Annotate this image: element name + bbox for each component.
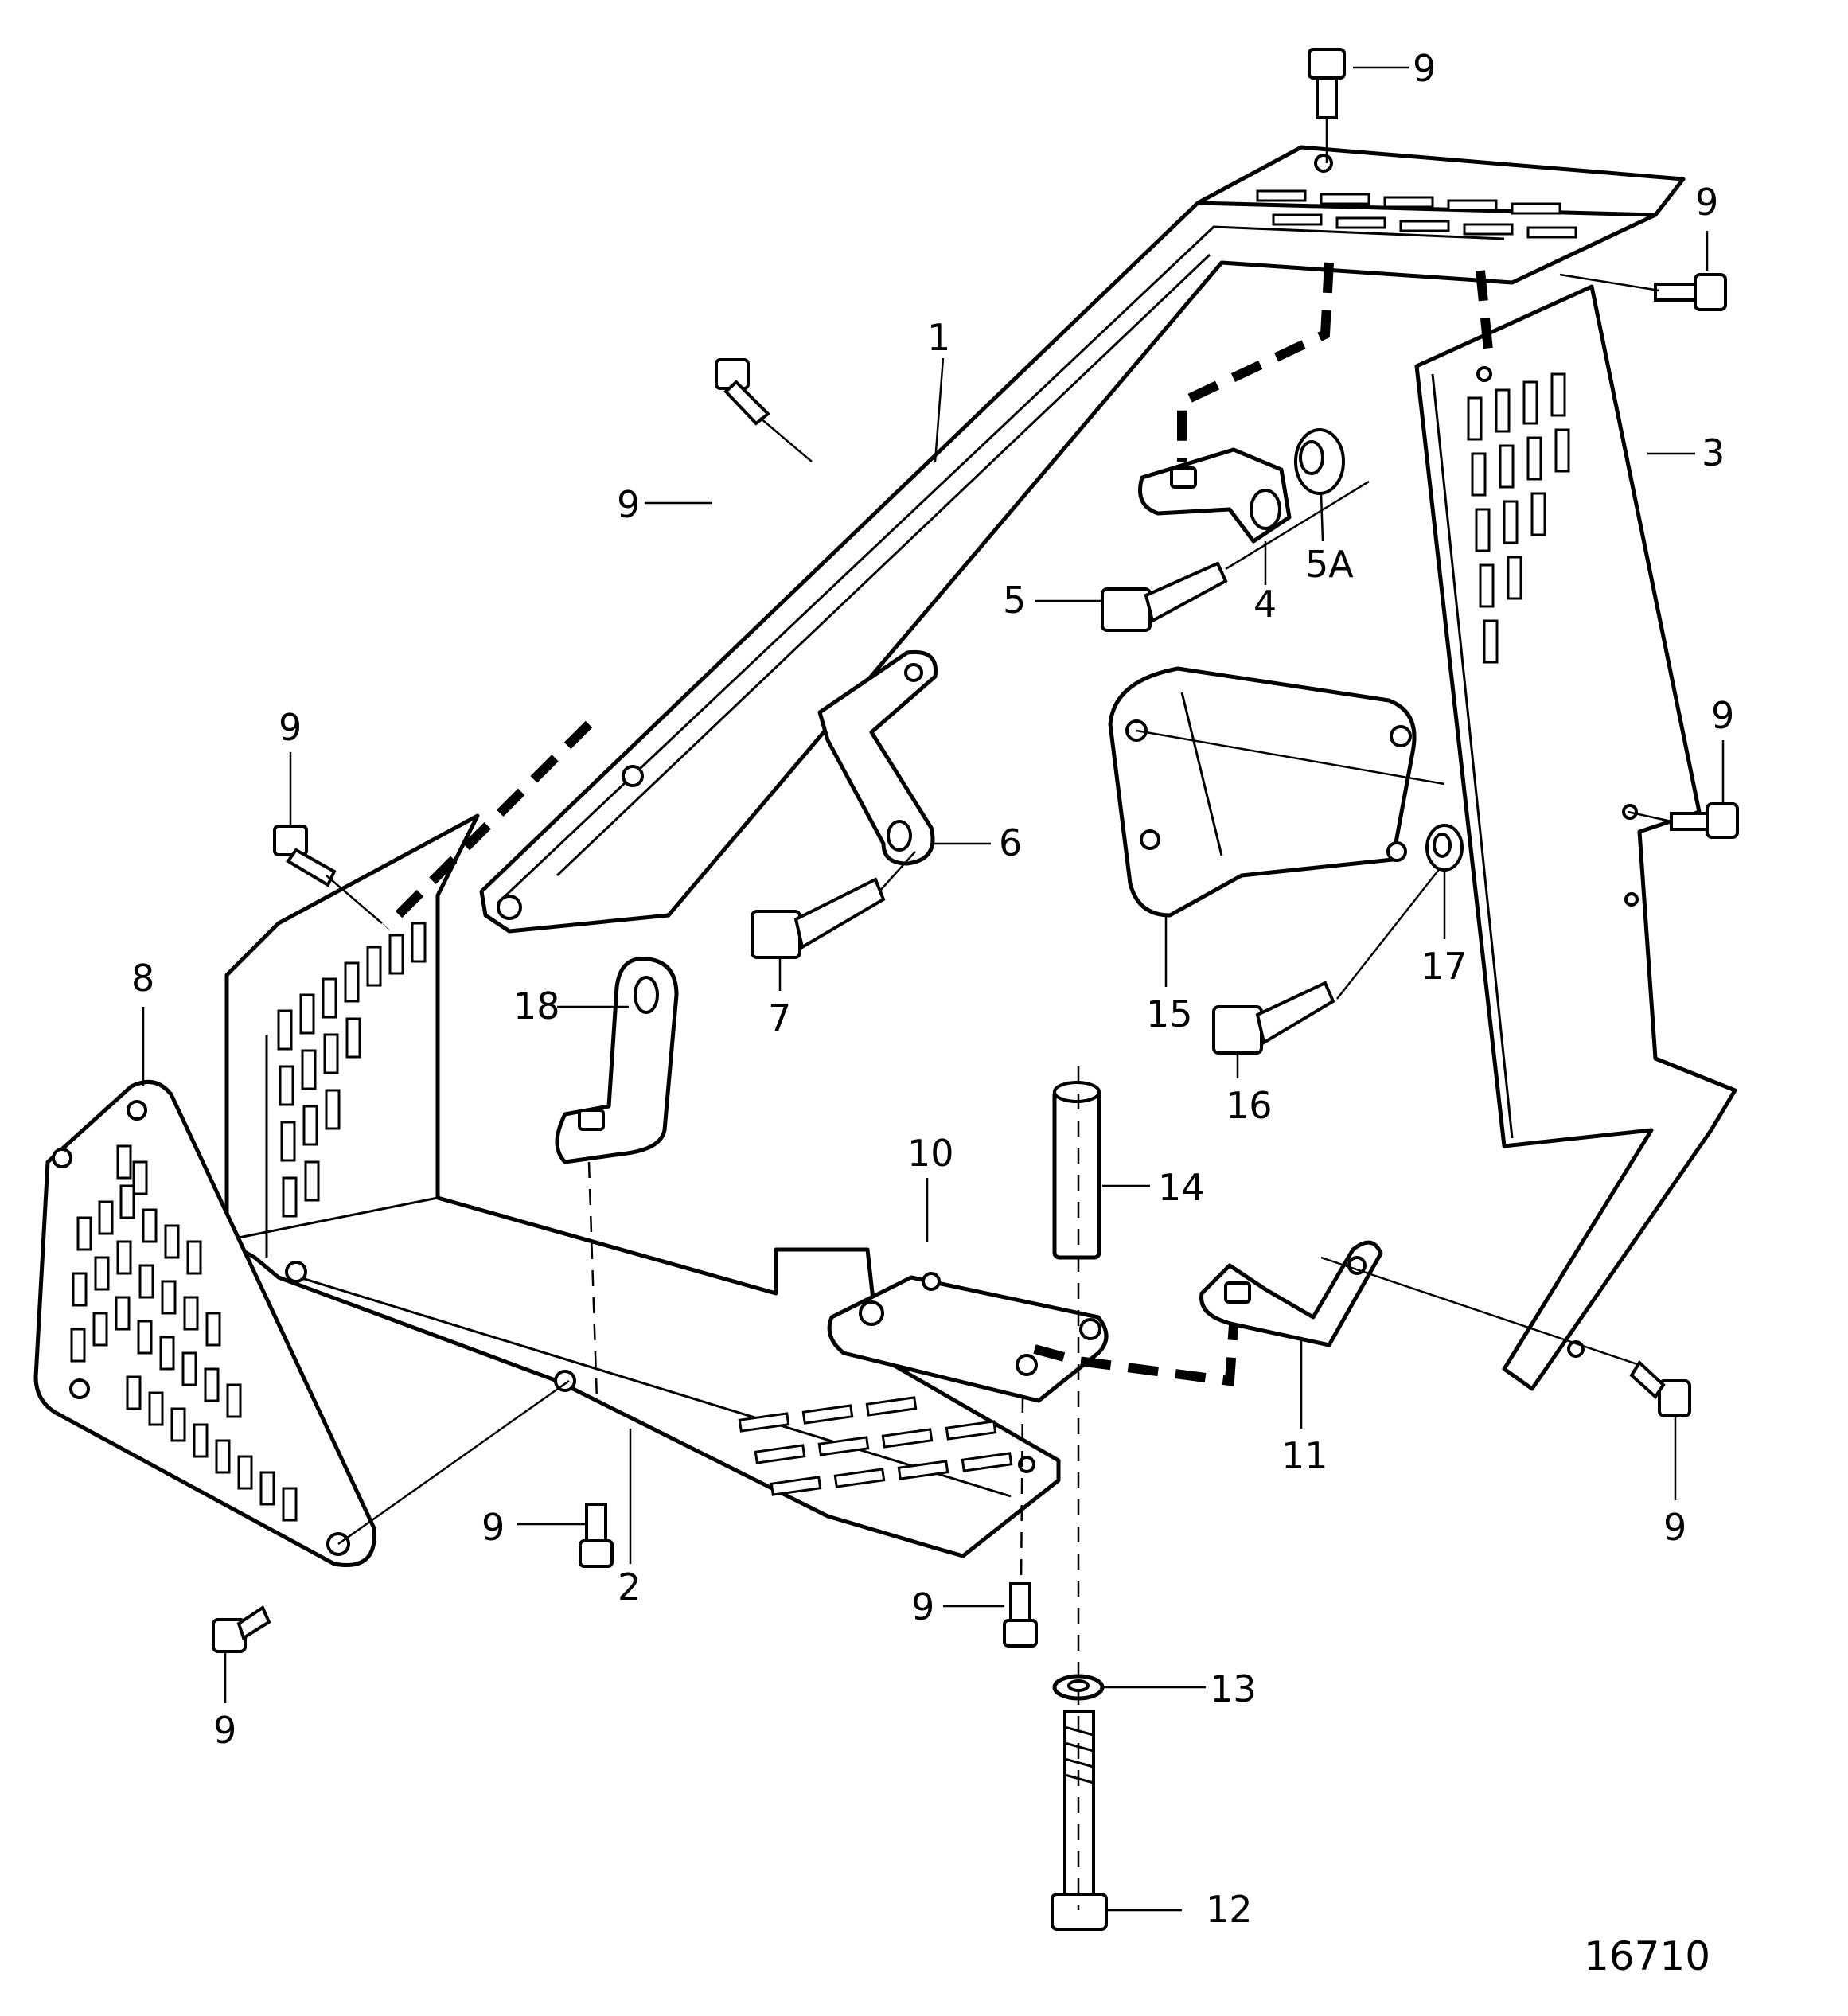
callout-9-lower-right: 9 [1663,1506,1686,1549]
callout-9-left: 9 [279,706,302,749]
bolt-9-left [273,825,337,887]
callout-11: 11 [1281,1434,1328,1477]
bolt-9-upper-left [715,358,770,426]
callout-14: 14 [1158,1166,1205,1209]
assembly-lines [326,118,1672,1910]
part-17-spacer [1425,824,1464,872]
reference-number: 16710 [1584,1933,1710,1979]
part-8-slots [70,1144,298,1522]
part-15-angle-plate [1108,666,1417,918]
bolt-9-right [1670,802,1739,839]
part-3-slots [1467,372,1570,664]
callout-9-upper-left: 9 [617,483,640,526]
part-6-bracket [817,649,938,866]
part-8-grille [33,1079,376,1567]
callout-9-bottom-mid: 9 [481,1506,505,1549]
callout-13: 13 [1210,1667,1257,1710]
part-14-tube [1052,1081,1101,1260]
callout-leaders [142,66,1725,1912]
callout-labels: 1 2 3 4 5 5A 6 7 8 9 9 9 9 9 9 9 9 9 10 … [131,47,1734,1979]
bolt-9-bottom-right [1003,1582,1038,1648]
callout-5: 5 [1003,579,1026,622]
part-16-bolt [1212,981,1335,1055]
bolt-9-bottom-middle [579,1503,614,1568]
part-1-shelf-slots [1256,189,1577,239]
part-2-lower-frame [224,813,1061,1558]
bolt-9-lower-right [1629,1359,1691,1417]
callout-6: 6 [999,821,1022,864]
part-1-upper-bracket [479,145,1686,934]
callout-15: 15 [1146,992,1193,1035]
callout-16: 16 [1226,1084,1273,1127]
callout-4: 4 [1253,583,1277,626]
callout-18: 18 [513,985,560,1027]
callout-3: 3 [1702,431,1725,474]
callout-17: 17 [1421,945,1468,988]
callout-1: 1 [927,316,950,359]
part-3-right-panel [1414,284,1737,1391]
callout-10: 10 [907,1132,954,1175]
callout-9-right: 9 [1711,694,1734,737]
callout-9-bottom-right: 9 [911,1585,934,1628]
part-9-bolts [212,48,1739,1653]
part-10-plate [827,1272,1109,1403]
bolt-9-top [1308,48,1346,119]
callout-8: 8 [131,957,154,1000]
part-7-bolt [751,877,886,959]
part-5a-spacer [1294,428,1345,495]
callout-9-bottom-left: 9 [213,1709,236,1752]
bolt-9-bottom-left [212,1605,271,1653]
callout-9-top-right: 9 [1695,181,1718,224]
part-4-clip-bracket [1138,447,1292,544]
callout-7: 7 [768,996,791,1039]
callout-12: 12 [1206,1888,1253,1931]
part-5-bolt [1101,561,1228,632]
part-2-side-slots [277,922,427,1218]
bolt-9-top-right [1654,273,1727,311]
part-18-l-bracket [555,956,679,1164]
part-11-bracket [1199,1240,1383,1347]
part-2-floor-slots [738,1396,1013,1496]
callout-2: 2 [618,1566,641,1609]
callout-5a: 5A [1305,543,1354,586]
callout-9-top: 9 [1413,47,1436,90]
